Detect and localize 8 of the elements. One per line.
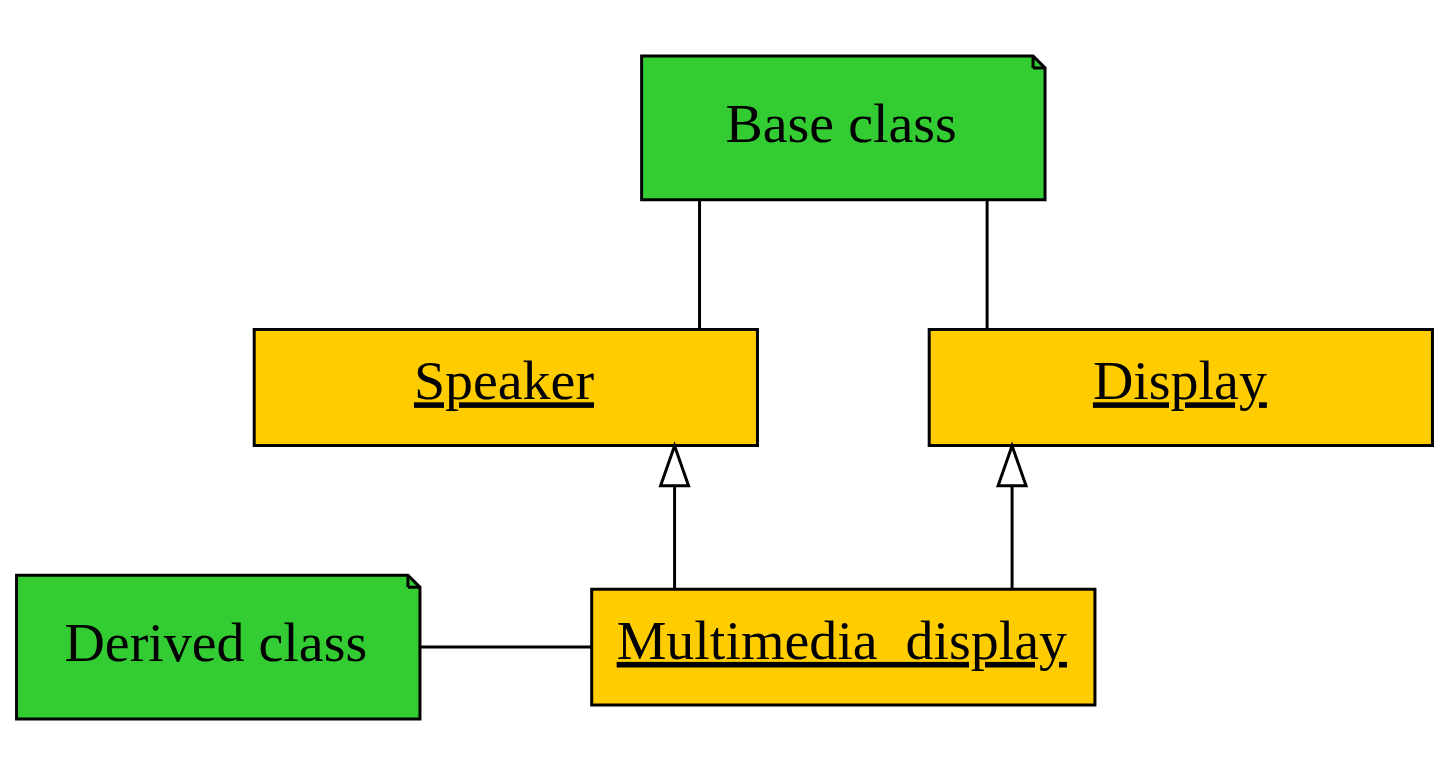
node-box: Speaker [252, 328, 759, 447]
connector [420, 645, 592, 649]
arrow [658, 441, 691, 590]
connector [698, 200, 702, 330]
node-box: Multimedia_display [590, 587, 1097, 707]
connector [985, 200, 989, 330]
node-box: Display [927, 328, 1434, 447]
arrow [996, 441, 1029, 590]
